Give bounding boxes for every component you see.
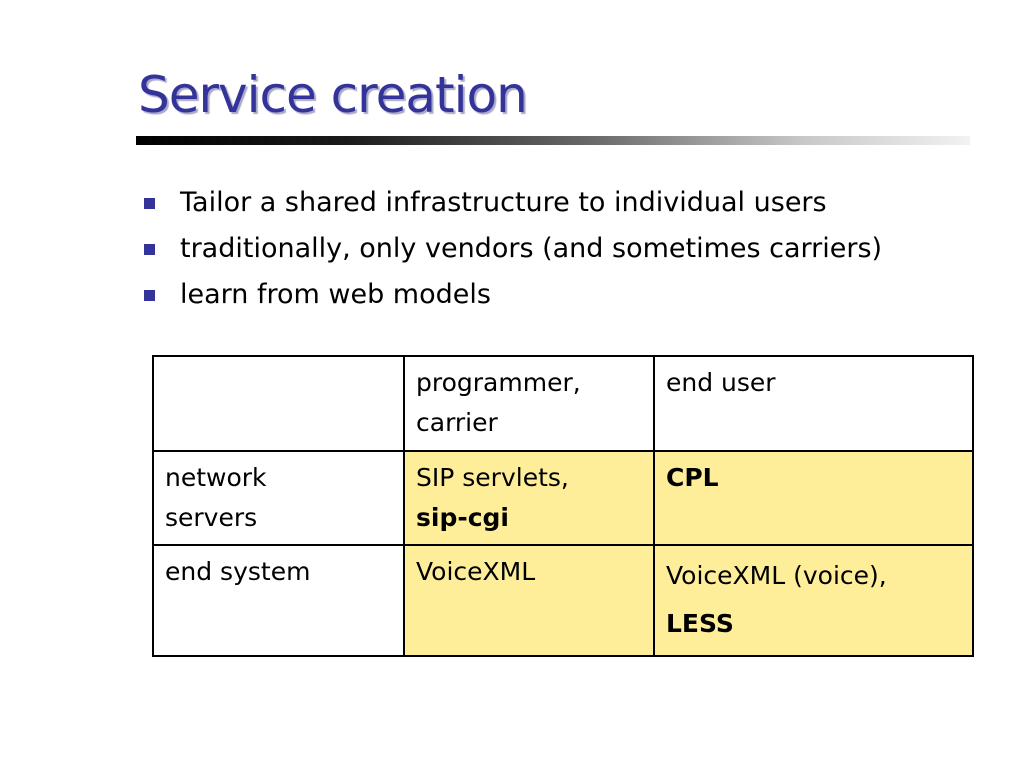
square-bullet-icon bbox=[144, 290, 155, 301]
cell-line: network bbox=[165, 463, 267, 492]
cell-line: programmer, bbox=[416, 368, 581, 397]
title-underline-rule bbox=[136, 136, 970, 145]
cell-line-bold: CPL bbox=[666, 463, 719, 492]
cell-line: SIP servlets, bbox=[416, 463, 569, 492]
bullet-text: learn from web models bbox=[180, 279, 491, 310]
table-cell-highlighted: SIP servlets, sip-cgi bbox=[403, 450, 655, 546]
cell-line: VoiceXML bbox=[416, 557, 536, 586]
row-label-cell: network servers bbox=[152, 450, 405, 546]
header-cell-programmer-carrier: programmer, carrier bbox=[403, 355, 655, 452]
cell-line: VoiceXML (voice), bbox=[666, 561, 887, 590]
cell-line: carrier bbox=[416, 408, 498, 437]
slide-title: Service creation bbox=[138, 66, 528, 124]
table-corner-cell bbox=[152, 355, 405, 452]
bullet-text: Tailor a shared infrastructure to indivi… bbox=[180, 187, 827, 218]
bullet-text: traditionally, only vendors (and sometim… bbox=[180, 233, 883, 264]
table-cell-highlighted: VoiceXML (voice), LESS bbox=[653, 544, 974, 657]
table-cell-highlighted: VoiceXML bbox=[403, 544, 655, 657]
service-creation-table: programmer, carrier end user network serve… bbox=[152, 355, 974, 657]
row-label-cell: end system bbox=[152, 544, 405, 657]
square-bullet-icon bbox=[144, 244, 155, 255]
header-cell-end-user: end user bbox=[653, 355, 974, 452]
cell-line-bold: LESS bbox=[666, 609, 734, 638]
cell-line: end user bbox=[666, 368, 776, 397]
table-row: network servers SIP servlets, sip-cgi CPL bbox=[152, 450, 974, 546]
cell-line: servers bbox=[165, 503, 258, 532]
cell-line: end system bbox=[165, 557, 311, 586]
table-cell-highlighted: CPL bbox=[653, 450, 974, 546]
cell-line-bold: sip-cgi bbox=[416, 503, 510, 532]
square-bullet-icon bbox=[144, 198, 155, 209]
table-row: end system VoiceXML VoiceXML (voice), LES… bbox=[152, 544, 974, 657]
table-header-row: programmer, carrier end user bbox=[152, 355, 974, 452]
